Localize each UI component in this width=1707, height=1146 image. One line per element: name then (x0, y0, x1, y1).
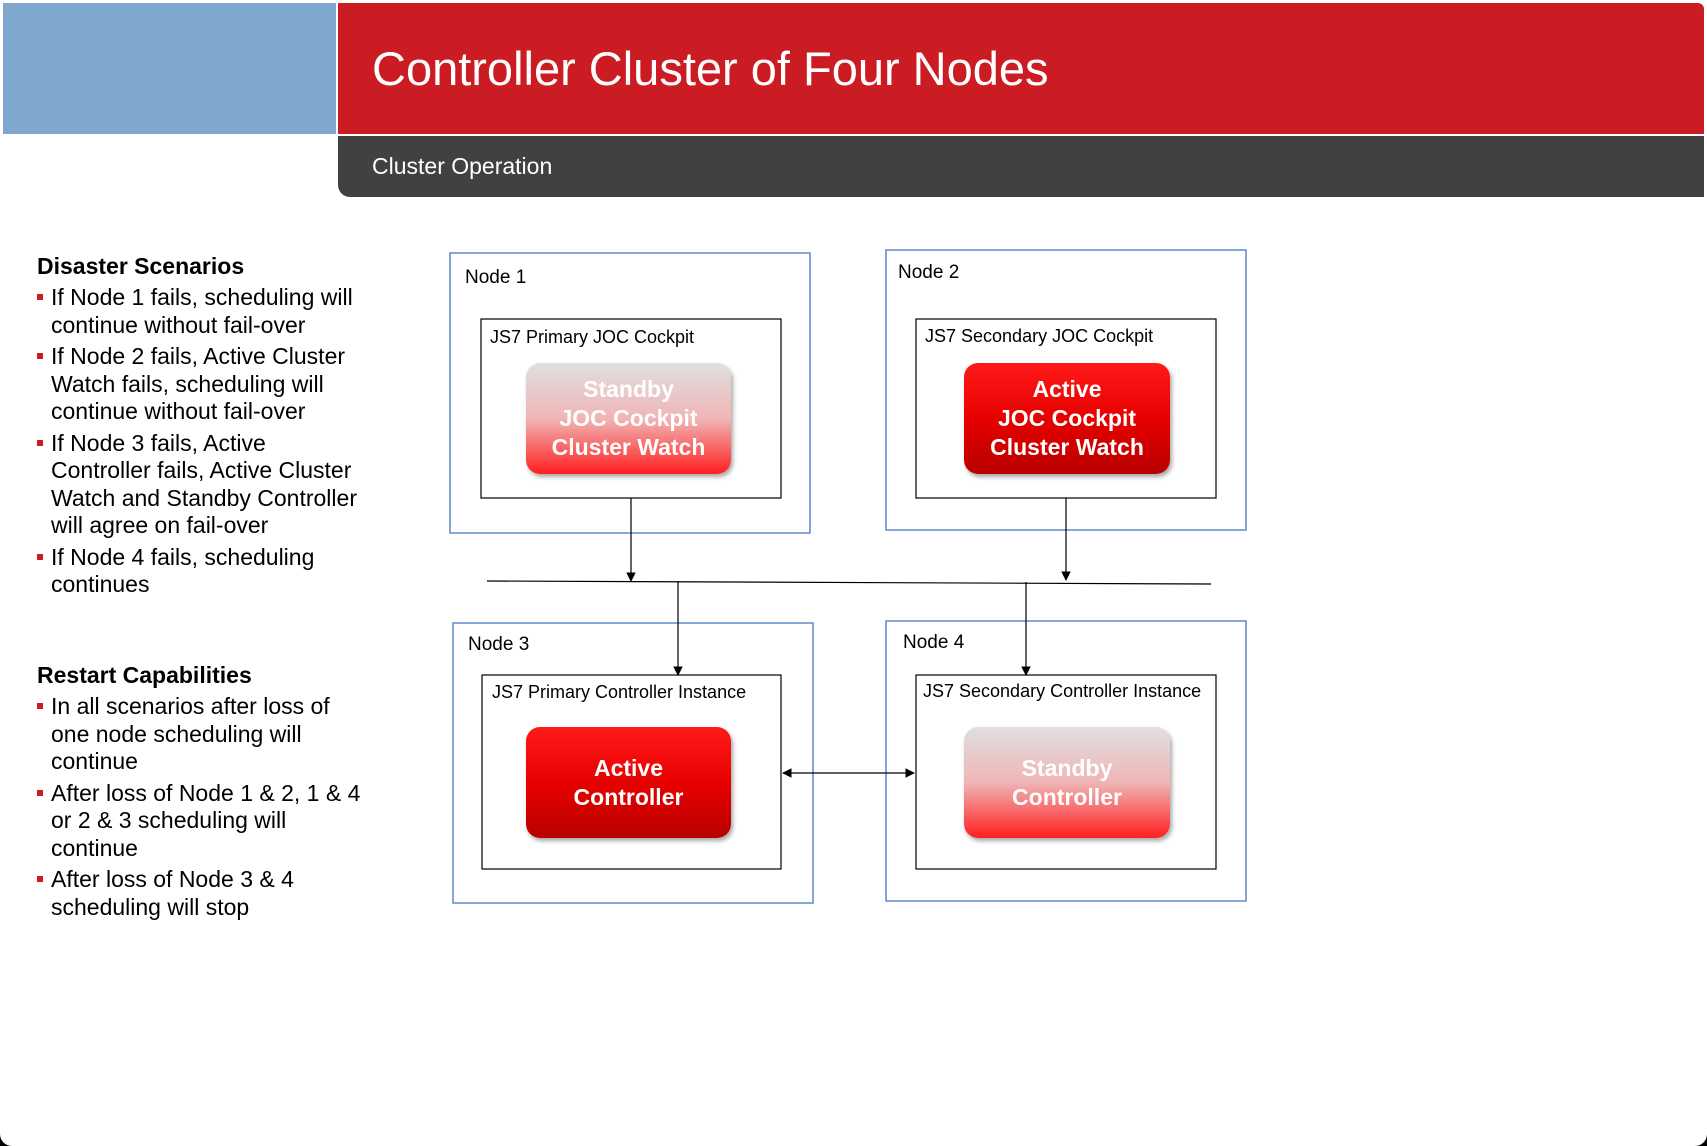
node2-label: Node 2 (898, 262, 960, 283)
status-line: JOC Cockpit (559, 405, 698, 431)
header-accent-block (3, 3, 336, 134)
node3-active-controller-status: Active Controller (526, 727, 731, 838)
status-line: Active (593, 754, 664, 781)
status-line: Active (1032, 376, 1102, 402)
page-title: Controller Cluster of Four Nodes (372, 42, 1049, 95)
restart-capabilities-list: In all scenarios after loss of one node … (37, 693, 367, 921)
node3-label: Node 3 (468, 634, 530, 655)
list-item: If Node 1 fails, scheduling will continu… (37, 284, 367, 339)
status-line: Standby (583, 376, 674, 402)
list-item: If Node 4 fails, scheduling continues (37, 544, 367, 599)
node2-instance-label: JS7 Secondary JOC Cockpit (925, 326, 1154, 346)
node3-instance-label: JS7 Primary Controller Instance (492, 682, 747, 702)
subtitle-band: Cluster Operation (338, 136, 1704, 197)
node4-label: Node 4 (903, 632, 965, 653)
node3-box (452, 622, 814, 904)
status-line: Controller (573, 783, 684, 810)
list-item: After loss of Node 1 & 2, 1 & 4 or 2 & 3… (37, 780, 367, 863)
node2-active-joc-status: Active JOC Cockpit Cluster Watch (964, 363, 1170, 474)
node4-instance-box (915, 674, 1217, 870)
page-subtitle: Cluster Operation (372, 153, 553, 179)
node1-instance-label: JS7 Primary JOC Cockpit (490, 327, 695, 347)
restart-capabilities-heading: Restart Capabilities (37, 662, 252, 688)
status-line: Cluster Watch (990, 434, 1144, 460)
status-line: JOC Cockpit (997, 405, 1137, 431)
status-line: Standby (1021, 754, 1113, 781)
node1-label: Node 1 (465, 267, 527, 288)
list-item: If Node 3 fails, Active Controller fails… (37, 430, 367, 540)
node3-instance-box (481, 674, 782, 870)
list-item: After loss of Node 3 & 4 scheduling will… (37, 866, 367, 921)
node1-standby-joc-status: Standby JOC Cockpit Cluster Watch (526, 363, 731, 474)
list-item: If Node 2 fails, Active Cluster Watch fa… (37, 343, 367, 426)
status-line: Controller (1012, 783, 1122, 810)
network-bus-line (486, 580, 1212, 585)
restart-capabilities-section: Restart Capabilities In all scenarios af… (37, 662, 367, 925)
disaster-scenarios-heading: Disaster Scenarios (37, 253, 245, 279)
node4-standby-controller-status: Standby Controller (964, 727, 1170, 838)
list-item: In all scenarios after loss of one node … (37, 693, 367, 776)
node1-box (449, 252, 811, 534)
node4-box (885, 620, 1247, 902)
status-line: Cluster Watch (551, 434, 706, 460)
node4-instance-label: JS7 Secondary Controller Instance (923, 681, 1202, 701)
disaster-scenarios-section: Disaster Scenarios If Node 1 fails, sche… (37, 253, 367, 603)
title-band: Controller Cluster of Four Nodes (338, 3, 1704, 134)
disaster-scenarios-list: If Node 1 fails, scheduling will continu… (37, 284, 367, 599)
